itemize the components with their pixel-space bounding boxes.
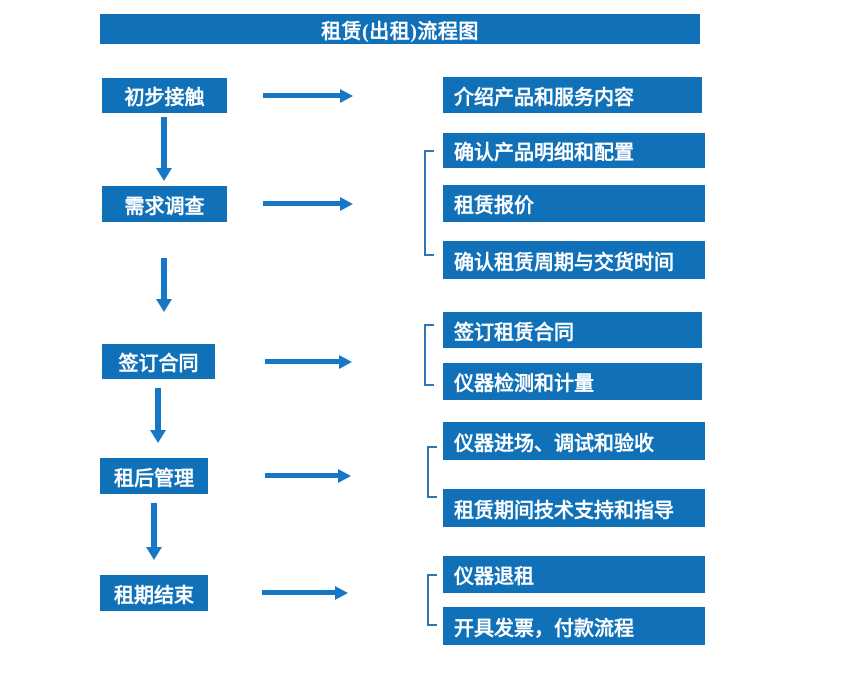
arrow-down-icon <box>156 258 172 312</box>
arrow-right-icon <box>263 88 353 103</box>
group-bracket <box>424 324 434 386</box>
arrow-right-icon <box>265 468 351 483</box>
arrow-down-icon <box>146 503 162 560</box>
detail-box-rental-quotation: 租赁报价 <box>443 185 705 222</box>
diagram-title: 租赁(出租)流程图 <box>100 14 700 44</box>
detail-box-instrument-return: 仪器退租 <box>443 556 705 593</box>
detail-box-invoice-payment: 开具发票，付款流程 <box>443 607 705 645</box>
step-box-post-rental-management: 租后管理 <box>100 458 208 494</box>
detail-box-sign-rental-contract: 签订租赁合同 <box>443 312 702 348</box>
step-box-sign-contract: 签订合同 <box>102 344 215 379</box>
step-box-rental-end: 租期结束 <box>100 575 208 611</box>
group-bracket <box>427 574 437 626</box>
detail-box-technical-support: 租赁期间技术支持和指导 <box>443 489 705 527</box>
arrow-down-icon <box>156 117 172 181</box>
step-box-demand-survey: 需求调查 <box>102 186 227 222</box>
step-box-initial-contact: 初步接触 <box>102 78 227 113</box>
arrow-right-icon <box>263 196 353 211</box>
group-bracket <box>424 150 434 256</box>
detail-box-instrument-inspection: 仪器检测和计量 <box>443 363 702 400</box>
group-bracket <box>427 446 437 498</box>
detail-box-instrument-setup-acceptance: 仪器进场、调试和验收 <box>443 422 705 460</box>
arrow-right-icon <box>265 354 352 369</box>
detail-box-introduce-products: 介绍产品和服务内容 <box>443 77 702 113</box>
arrow-down-icon <box>150 388 166 443</box>
detail-box-confirm-rental-period: 确认租赁周期与交货时间 <box>443 241 705 279</box>
detail-box-confirm-product-details: 确认产品明细和配置 <box>443 133 705 168</box>
arrow-right-icon <box>262 585 348 600</box>
